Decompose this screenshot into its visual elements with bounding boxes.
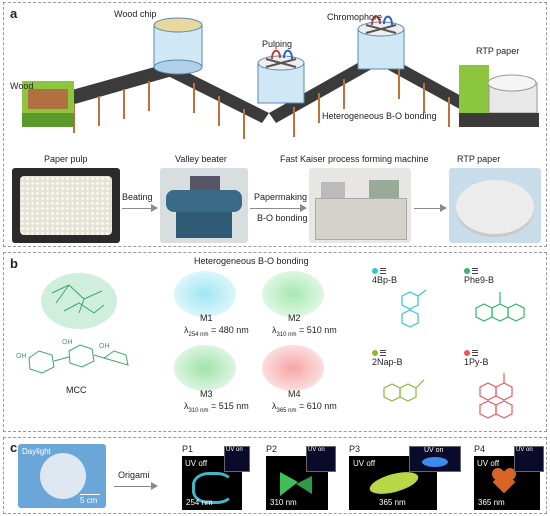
m1-lambda: λ254 nm = 480 nm bbox=[184, 325, 249, 338]
photo-paper-pulp bbox=[12, 168, 120, 243]
mcc-oh-3: OH bbox=[99, 343, 110, 350]
panel-c-label: c bbox=[10, 440, 18, 455]
mcc-oh-2: OH bbox=[62, 339, 73, 346]
m1-glow bbox=[174, 271, 236, 317]
p3-uv-on-inset: UV on bbox=[409, 446, 461, 472]
p2-label: P2 bbox=[266, 444, 278, 454]
panel-b: b Heterogeneous B-O bonding OH OH OH MCC… bbox=[3, 252, 547, 432]
p3-uv-off: UV off bbox=[353, 459, 376, 468]
panel-b-label: b bbox=[10, 256, 18, 271]
arrow-origami bbox=[114, 482, 158, 490]
p3-label: P3 bbox=[349, 444, 361, 454]
p2-nm: 310 nm bbox=[270, 498, 297, 507]
m2-name: M2 bbox=[288, 313, 301, 323]
p4-nm: 365 nm bbox=[478, 498, 505, 507]
label-papermaking: Papermaking bbox=[254, 192, 308, 202]
chromophore-3-structure bbox=[383, 379, 425, 402]
label-bo-bonding: B-O bonding bbox=[257, 213, 308, 223]
p2-uv-on-inset: UV on bbox=[306, 446, 336, 472]
label-heterogeneous: Heterogeneous B-O bonding bbox=[322, 111, 437, 121]
p1-uv-off: UV off bbox=[185, 459, 208, 468]
label-wood-chip: Wood chip bbox=[114, 9, 157, 19]
conveyor-2 bbox=[162, 63, 269, 123]
p1-nm: 254 nm bbox=[186, 498, 213, 507]
panel-b-title: Heterogeneous B-O bonding bbox=[194, 256, 309, 266]
daylight-photo: Daylight 5 cm bbox=[18, 444, 106, 508]
p3-nm: 365 nm bbox=[379, 498, 406, 507]
process-illustration bbox=[22, 15, 539, 139]
p3-uv-on: UV on bbox=[424, 447, 444, 454]
title-rtp-paper: RTP paper bbox=[457, 154, 501, 164]
mcc-structure bbox=[28, 273, 129, 374]
m1-name: M1 bbox=[200, 313, 213, 323]
scale-label: 5 cm bbox=[80, 496, 98, 505]
wood-chip-tank bbox=[153, 17, 203, 75]
m2-lambda: λ310 nm = 510 nm bbox=[272, 325, 337, 338]
panel-a-label: a bbox=[10, 6, 18, 21]
p4-uv-off: UV off bbox=[477, 459, 500, 468]
m4-glow bbox=[262, 345, 324, 391]
p2-photo: 310 nm bbox=[266, 456, 328, 510]
origami-label: Origami bbox=[118, 470, 150, 480]
pulping-tank bbox=[257, 49, 305, 104]
label-chromophore: Chromophore bbox=[327, 12, 383, 22]
chromophore-4-label: 1Py-B bbox=[464, 347, 489, 367]
daylight-label: Daylight bbox=[22, 447, 51, 456]
p4-uv-on-inset: UV on bbox=[514, 446, 544, 472]
chromophore-4-structure bbox=[479, 373, 513, 419]
photo-kaiser-machine bbox=[309, 168, 411, 243]
photo-valley-beater bbox=[160, 168, 248, 243]
mcc-rings bbox=[28, 344, 129, 374]
panel-a: a bbox=[3, 2, 547, 247]
m3-name: M3 bbox=[200, 389, 213, 399]
wood-machine bbox=[22, 81, 74, 127]
arrow-to-rtp bbox=[414, 204, 447, 212]
title-paper-pulp: Paper pulp bbox=[44, 154, 88, 164]
m3-glow bbox=[174, 345, 236, 391]
label-rtp-paper-top: RTP paper bbox=[476, 46, 520, 56]
chromophore-tank bbox=[357, 15, 405, 70]
chromophore-1-label: 4Bp-B bbox=[372, 265, 397, 285]
label-wood: Wood bbox=[10, 81, 34, 91]
p4-uv-on: UV on bbox=[516, 447, 533, 453]
mcc-label: MCC bbox=[66, 385, 87, 395]
title-kaiser: Fast Kaiser process forming machine bbox=[280, 154, 429, 164]
p2-uv-on: UV on bbox=[308, 447, 325, 453]
p1-uv-on: UV on bbox=[226, 447, 243, 453]
p1-uv-on-inset: UV on bbox=[224, 446, 250, 472]
scale-bar bbox=[80, 494, 100, 495]
chromophore-2-label: Phe9-B bbox=[464, 265, 494, 285]
chromophore-3-label: 2Nap-B bbox=[372, 347, 403, 367]
m2-glow bbox=[262, 271, 324, 317]
arrow-beating bbox=[122, 204, 158, 212]
rtp-paper-machine bbox=[459, 65, 539, 127]
photo-rtp-paper bbox=[449, 168, 541, 243]
label-beating: Beating bbox=[122, 192, 153, 202]
m4-name: M4 bbox=[288, 389, 301, 399]
chromophore-1-structure bbox=[401, 289, 427, 328]
mcc-oh-1: OH bbox=[16, 353, 27, 360]
chromophore-2-structure bbox=[475, 292, 525, 322]
arrow-papermaking bbox=[250, 204, 307, 212]
m4-lambda: λ365 nm = 610 nm bbox=[272, 401, 337, 414]
p1-label: P1 bbox=[182, 444, 194, 454]
title-valley-beater: Valley beater bbox=[175, 154, 227, 164]
p4-label: P4 bbox=[474, 444, 486, 454]
m3-lambda: λ310 nm = 515 nm bbox=[184, 401, 249, 414]
conveyor-1 bbox=[54, 63, 176, 108]
conveyor-3 bbox=[269, 51, 386, 123]
panel-c: c Daylight 5 cm Origami P1 UV off 254 nm… bbox=[3, 437, 547, 514]
label-pulping: Pulping bbox=[262, 39, 293, 49]
